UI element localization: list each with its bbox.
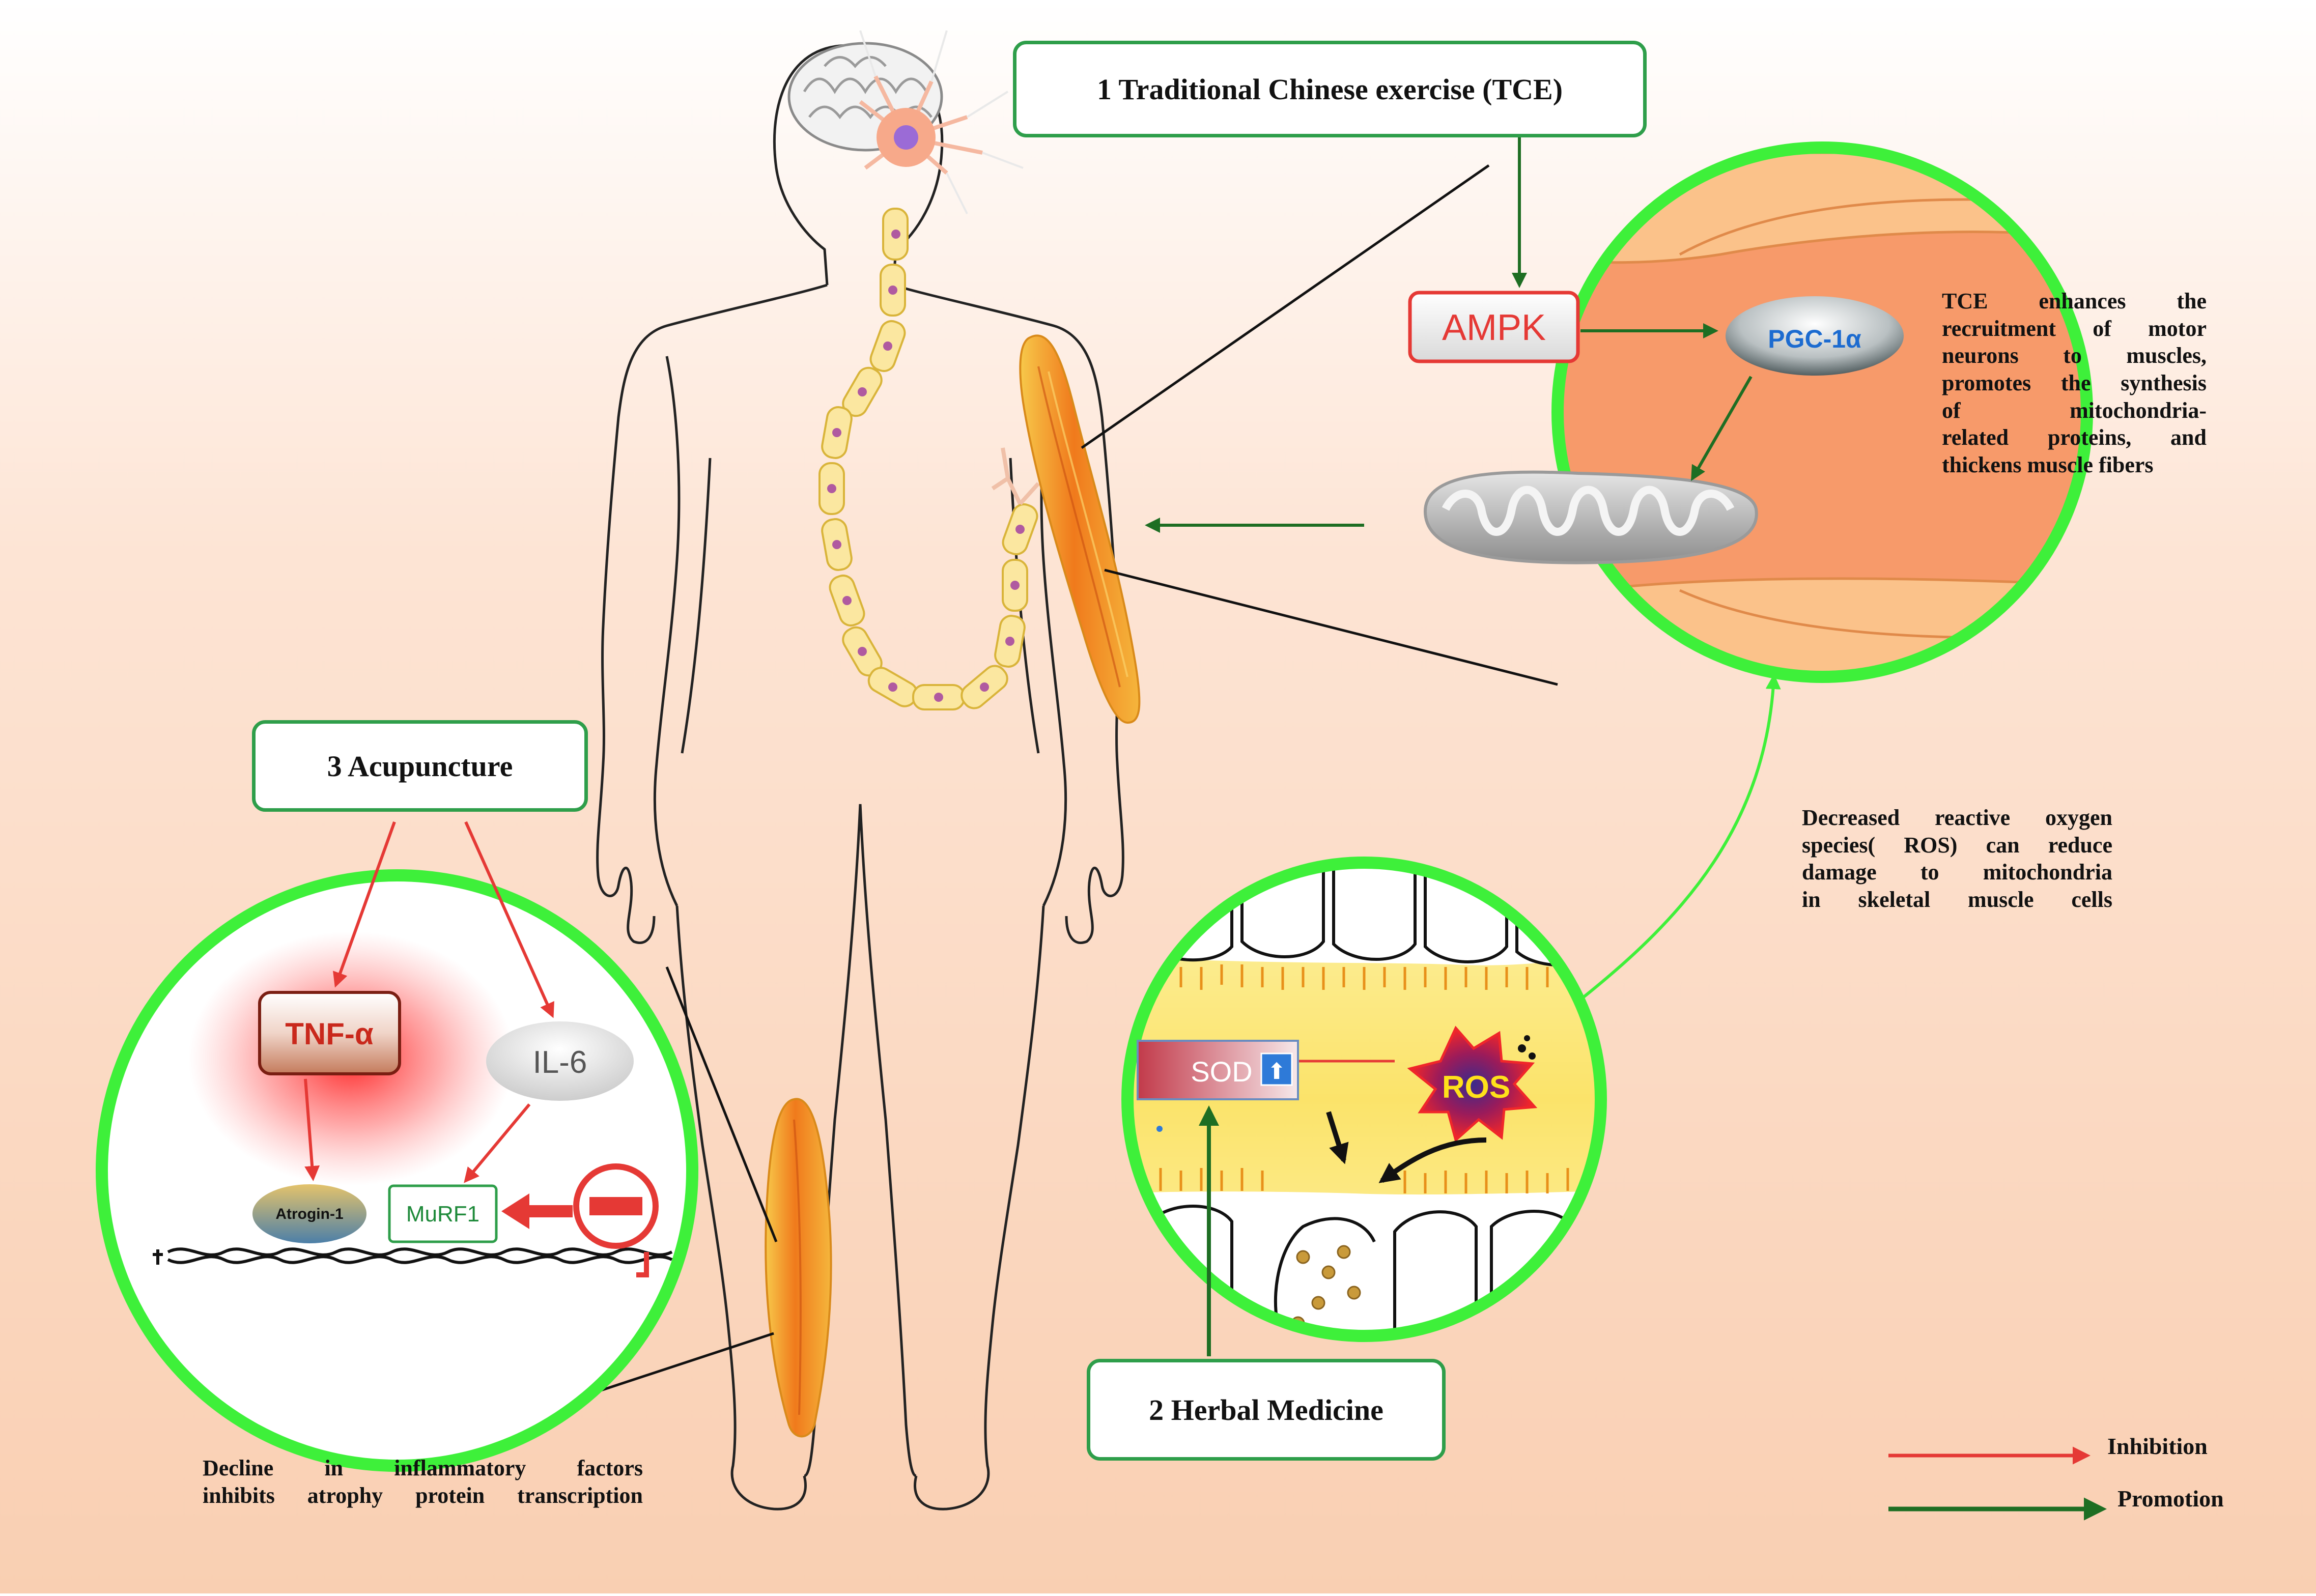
myelin-nuclei bbox=[827, 230, 1025, 702]
svg-text:SOD: SOD bbox=[1191, 1056, 1252, 1088]
svg-text:AMPK: AMPK bbox=[1442, 307, 1546, 348]
svg-text:MuRF1: MuRF1 bbox=[406, 1202, 479, 1227]
acupuncture-note-line: inhibits atrophy protein transcription bbox=[203, 1483, 643, 1508]
sod-node: SOD ⬆ bbox=[1137, 1040, 1299, 1100]
ros-damage-arrows bbox=[1326, 1111, 1487, 1183]
herbal-to-tce-arrow bbox=[1582, 674, 1781, 999]
acupuncture-note-line: Decline in inflammatory factors bbox=[203, 1456, 643, 1480]
legend-promotion-label: Promotion bbox=[2117, 1486, 2224, 1512]
up-arrow-icon: ⬆ bbox=[1267, 1059, 1286, 1084]
tce-note-line: of mitochondria- bbox=[1942, 397, 2207, 423]
tnf-node: TNF-α bbox=[258, 991, 401, 1075]
ros-note-line: species( ROS) can reduce bbox=[1802, 832, 2112, 858]
il6-node: IL-6 bbox=[486, 1021, 634, 1101]
promoter-marker bbox=[636, 1252, 649, 1277]
svg-text:Atrogin-1: Atrogin-1 bbox=[275, 1206, 343, 1222]
ros-note-line: damage to mitochondria bbox=[1802, 860, 2112, 885]
herbal-label-box: 2 Herbal Medicine bbox=[1087, 1359, 1446, 1461]
legend-inhibition-label: Inhibition bbox=[2107, 1433, 2208, 1459]
motor-neuron-icon bbox=[859, 30, 1024, 214]
ampk-node: AMPK bbox=[1408, 291, 1580, 363]
tce-label-box: 1 Traditional Chinese exercise (TCE) bbox=[1013, 41, 1647, 137]
sod-particle bbox=[1156, 1126, 1163, 1132]
ros-burst-icon: ROS bbox=[1407, 1025, 1538, 1143]
dna-strand-icon bbox=[153, 1247, 673, 1265]
tce-note-line: neurons to muscles, bbox=[1942, 343, 2207, 368]
ros-note-line: in skeletal muscle cells bbox=[1802, 887, 2112, 913]
svg-text:TNF-α: TNF-α bbox=[285, 1017, 374, 1051]
mitochondria-icon bbox=[1423, 470, 1758, 564]
tce-muscle-circle bbox=[1551, 141, 2093, 683]
tce-note-line: TCE enhances the bbox=[1942, 289, 2207, 314]
acupuncture-arrows bbox=[304, 821, 554, 1183]
tce-note-line: thickens muscle fibers bbox=[1942, 452, 2154, 478]
arm-muscle-icon bbox=[1019, 334, 1141, 724]
leg-muscle-icon bbox=[765, 1098, 832, 1438]
tce-note-line: promotes the synthesis bbox=[1942, 370, 2207, 396]
tce-arrows bbox=[1145, 137, 1753, 533]
human-body-outline bbox=[596, 44, 1124, 1510]
murf1-node: MuRF1 bbox=[388, 1184, 498, 1243]
inhibit-block-arrowhead bbox=[501, 1193, 529, 1229]
ros-note-line: Decreased reactive oxygen bbox=[1802, 805, 2112, 830]
acupuncture-label-box: 3 Acupuncture bbox=[252, 720, 588, 812]
no-entry-icon bbox=[573, 1163, 659, 1249]
tce-note: TCE enhances the recruitment of motor ne… bbox=[1942, 288, 2207, 479]
ros-note: Decreased reactive oxygen species( ROS) … bbox=[1802, 804, 2112, 914]
svg-text:PGC-1α: PGC-1α bbox=[1768, 325, 1861, 353]
svg-text:IL-6: IL-6 bbox=[533, 1045, 587, 1080]
atrogin-node: Atrogin-1 bbox=[252, 1184, 366, 1243]
tce-note-line: recruitment of motor bbox=[1942, 316, 2207, 341]
tce-note-line: related proteins, and bbox=[1942, 425, 2207, 450]
svg-text:ROS: ROS bbox=[1442, 1070, 1510, 1105]
nerve-terminal bbox=[991, 447, 1040, 505]
pgc-node: PGC-1α bbox=[1726, 296, 1904, 376]
acupuncture-note: Decline in inflammatory factors inhibits… bbox=[203, 1455, 643, 1509]
